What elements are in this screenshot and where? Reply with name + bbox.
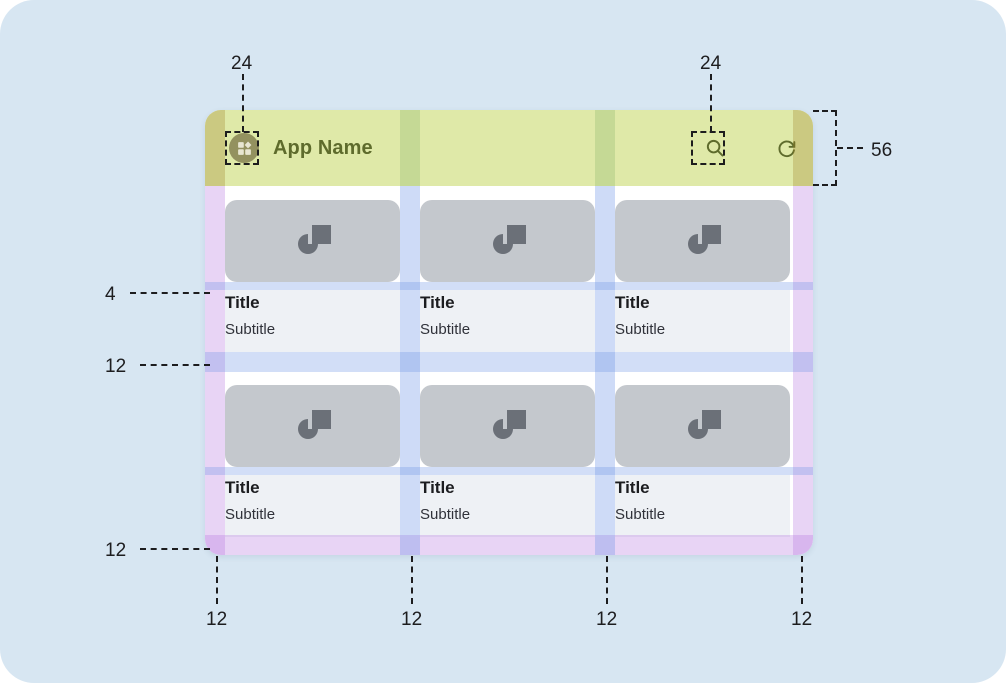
image-placeholder-icon (420, 385, 595, 467)
card-title: Title (225, 293, 260, 312)
leader-gutter-3 (606, 556, 608, 604)
list-item[interactable]: Title Subtitle (615, 200, 790, 352)
leader-bottom-margin (140, 548, 210, 550)
annotation-gutter-3: 12 (596, 609, 618, 630)
card-subtitle: Subtitle (420, 506, 471, 523)
leader-icon-touch-left (242, 74, 244, 132)
leader-row-gap (140, 364, 210, 366)
list-item[interactable]: Title Subtitle (420, 385, 595, 537)
card-subtitle: Subtitle (615, 321, 666, 338)
card-title: Title (615, 478, 650, 497)
annotation-gutter-2: 12 (401, 609, 423, 630)
annotation-image-to-title: 4 (105, 284, 116, 305)
list-item[interactable]: Title Subtitle (225, 385, 400, 537)
image-placeholder-icon (225, 385, 400, 467)
annotation-icon-touch-right: 24 (700, 53, 722, 74)
leader-gutter-4 (801, 556, 803, 604)
leader-gutter-2 (411, 556, 413, 604)
leader-image-to-title (130, 292, 210, 294)
card-title: Title (615, 293, 650, 312)
card-text: Title Subtitle (225, 475, 400, 537)
image-placeholder-icon (225, 200, 400, 282)
app-frame: App Name (205, 110, 813, 555)
image-placeholder-icon (615, 200, 790, 282)
annotation-icon-touch-left: 24 (231, 53, 253, 74)
card-title: Title (420, 478, 455, 497)
search-icon[interactable] (701, 134, 729, 162)
card-text: Title Subtitle (420, 290, 595, 352)
card-subtitle: Subtitle (615, 506, 666, 523)
leader-appbar-height (837, 147, 863, 149)
annotation-appbar-height: 56 (871, 140, 893, 161)
app-title: App Name (273, 137, 373, 159)
list-item[interactable]: Title Subtitle (225, 200, 400, 352)
image-placeholder-icon (615, 385, 790, 467)
card-grid: Title Subtitle Title Subtitle (205, 186, 813, 555)
card-text: Title Subtitle (615, 475, 790, 537)
annotation-row-gap: 12 (105, 356, 127, 377)
image-placeholder-icon (420, 200, 595, 282)
app-bar: App Name (205, 110, 813, 186)
annotation-gutter-1: 12 (206, 609, 228, 630)
card-title: Title (420, 293, 455, 312)
leader-gutter-1 (216, 556, 218, 604)
card-text: Title Subtitle (225, 290, 400, 352)
card-subtitle: Subtitle (225, 506, 276, 523)
app-grid-icon[interactable] (229, 133, 259, 163)
card-subtitle: Subtitle (225, 321, 276, 338)
card-text: Title Subtitle (615, 290, 790, 352)
leader-icon-touch-right (710, 74, 712, 132)
list-item[interactable]: Title Subtitle (615, 385, 790, 537)
annotation-gutter-4: 12 (791, 609, 813, 630)
refresh-icon[interactable] (773, 134, 801, 162)
card-subtitle: Subtitle (420, 321, 471, 338)
annotation-bottom-margin: 12 (105, 540, 127, 561)
card-text: Title Subtitle (420, 475, 595, 537)
card-title: Title (225, 478, 260, 497)
list-item[interactable]: Title Subtitle (420, 200, 595, 352)
bracket-appbar-height (813, 110, 837, 186)
